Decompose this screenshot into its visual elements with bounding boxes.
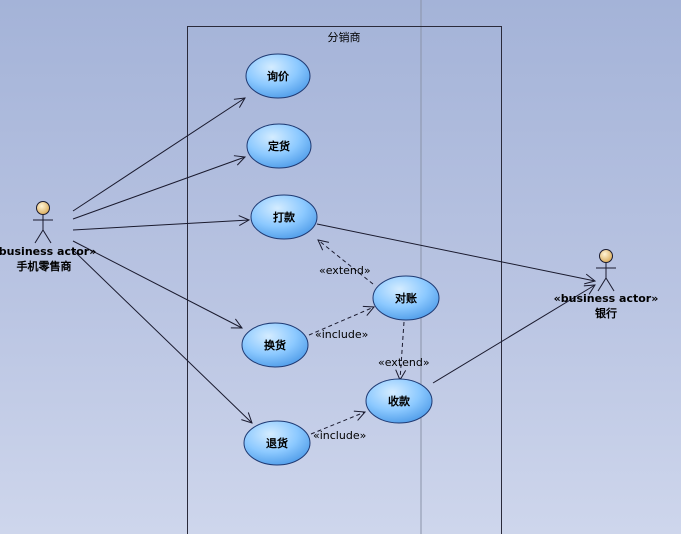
use-case-inquiry[interactable]: 询价 — [245, 53, 311, 99]
use-case-return[interactable]: 退货 — [243, 420, 311, 466]
actor-retailer-stereotype: «business actor» — [0, 245, 96, 258]
actor-retailer-name: 手机零售商 — [17, 259, 72, 273]
extend-reconcile-pay[interactable] — [318, 240, 374, 285]
use-case-return-label: 退货 — [266, 436, 288, 450]
use-case-collect-label: 收款 — [388, 394, 411, 408]
use-case-collect[interactable]: 收款 — [365, 378, 433, 424]
actor-figure-icon — [596, 249, 616, 292]
use-case-exchange-label: 换货 — [264, 338, 286, 352]
use-case-order[interactable]: 定货 — [246, 123, 312, 169]
extend-label-pay: «extend» — [319, 264, 371, 277]
assoc-retailer-inquiry[interactable] — [72, 98, 245, 212]
extend-reconcile-collect[interactable] — [400, 321, 404, 380]
assoc-collect-bank[interactable] — [432, 285, 595, 384]
assoc-pay-bank[interactable] — [316, 223, 595, 281]
include-exchange-reconcile[interactable] — [308, 307, 374, 336]
include-label-return: «include» — [313, 429, 366, 442]
use-case-pay[interactable]: 打款 — [250, 194, 318, 240]
actor-retailer[interactable]: «business actor» 手机零售商 — [0, 201, 96, 274]
system-boundary[interactable]: 分销商 — [187, 26, 502, 534]
associations — [72, 98, 595, 423]
use-case-exchange[interactable]: 换货 — [241, 322, 309, 368]
use-case-reconcile[interactable]: 对账 — [372, 275, 440, 321]
use-case-inquiry-label: 询价 — [267, 69, 290, 83]
include-label-exchange: «include» — [315, 328, 368, 341]
use-case-order-label: 定货 — [268, 139, 290, 153]
use-case-pay-label: 打款 — [273, 210, 296, 224]
boundary-title: 分销商 — [328, 30, 361, 44]
assoc-retailer-order[interactable] — [72, 157, 245, 220]
actor-bank[interactable]: «business actor» 银行 — [554, 249, 659, 321]
assoc-retailer-return[interactable] — [72, 249, 252, 423]
use-case-reconcile-label: 对账 — [395, 291, 417, 305]
extend-label-collect: «extend» — [378, 356, 430, 369]
actor-bank-stereotype: «business actor» — [554, 292, 659, 305]
dependencies — [308, 240, 404, 435]
assoc-retailer-exchange[interactable] — [72, 240, 242, 328]
actor-figure-icon — [33, 201, 53, 244]
actor-bank-name: 银行 — [595, 306, 617, 320]
assoc-retailer-pay[interactable] — [72, 220, 249, 231]
include-return-collect[interactable] — [310, 412, 365, 435]
